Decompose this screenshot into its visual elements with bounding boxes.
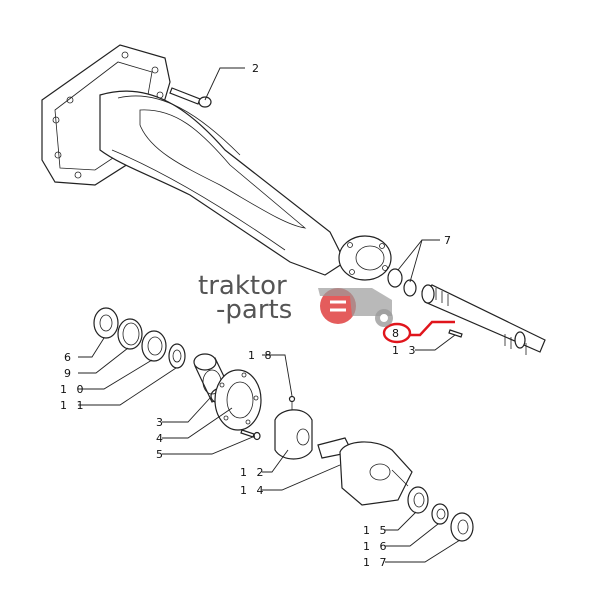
axle-housing — [41, 44, 392, 281]
callout-4: 4 — [156, 432, 166, 445]
callout-11: 1 1 — [60, 399, 87, 412]
washer-part-7b — [403, 279, 417, 297]
callout-18: 1 8 — [248, 349, 275, 362]
callout-16: 1 6 — [363, 540, 390, 553]
ring-part-11 — [168, 343, 186, 369]
seal-part-6 — [93, 307, 119, 339]
pin-part-13 — [448, 329, 463, 338]
pivot-part-12 — [274, 409, 313, 460]
nipple-part-18 — [288, 395, 296, 410]
callout-14: 1 4 — [240, 484, 267, 497]
traktor-parts-logo: traktor -parts — [198, 271, 393, 327]
callout-12: 1 2 — [240, 466, 267, 479]
yoke-part-14 — [317, 437, 413, 506]
tractor-logo-icon — [318, 288, 393, 327]
ring-part-15 — [407, 486, 429, 514]
washer-part-7a — [387, 268, 403, 288]
callout-7: 7 — [444, 234, 454, 247]
bolt-part-2 — [169, 87, 212, 108]
bearing-part-10 — [141, 330, 167, 362]
part-8-highlight — [382, 320, 455, 344]
watermark-line2: -parts — [216, 295, 292, 325]
leader-lines — [78, 67, 461, 563]
flange-part-4 — [214, 369, 262, 431]
watermark-line1: traktor — [198, 271, 287, 301]
callout-5: 5 — [156, 448, 166, 461]
washer-part-17 — [450, 512, 474, 542]
callout-labels: 2 7 8 1 3 6 9 1 0 1 1 1 8 3 4 5 1 2 1 4 … — [60, 62, 454, 569]
callout-8: 8 — [392, 327, 402, 340]
callout-2: 2 — [252, 62, 262, 75]
callout-13: 1 3 — [392, 344, 419, 357]
ring-part-16 — [431, 503, 449, 525]
axle-shaft — [421, 284, 546, 355]
callout-6: 6 — [64, 351, 74, 364]
callout-9: 9 — [64, 367, 74, 380]
ring-part-9 — [117, 318, 143, 350]
callout-15: 1 5 — [363, 524, 390, 537]
callout-3: 3 — [156, 416, 166, 429]
callout-17: 1 7 — [363, 556, 390, 569]
callout-10: 1 0 — [60, 383, 87, 396]
